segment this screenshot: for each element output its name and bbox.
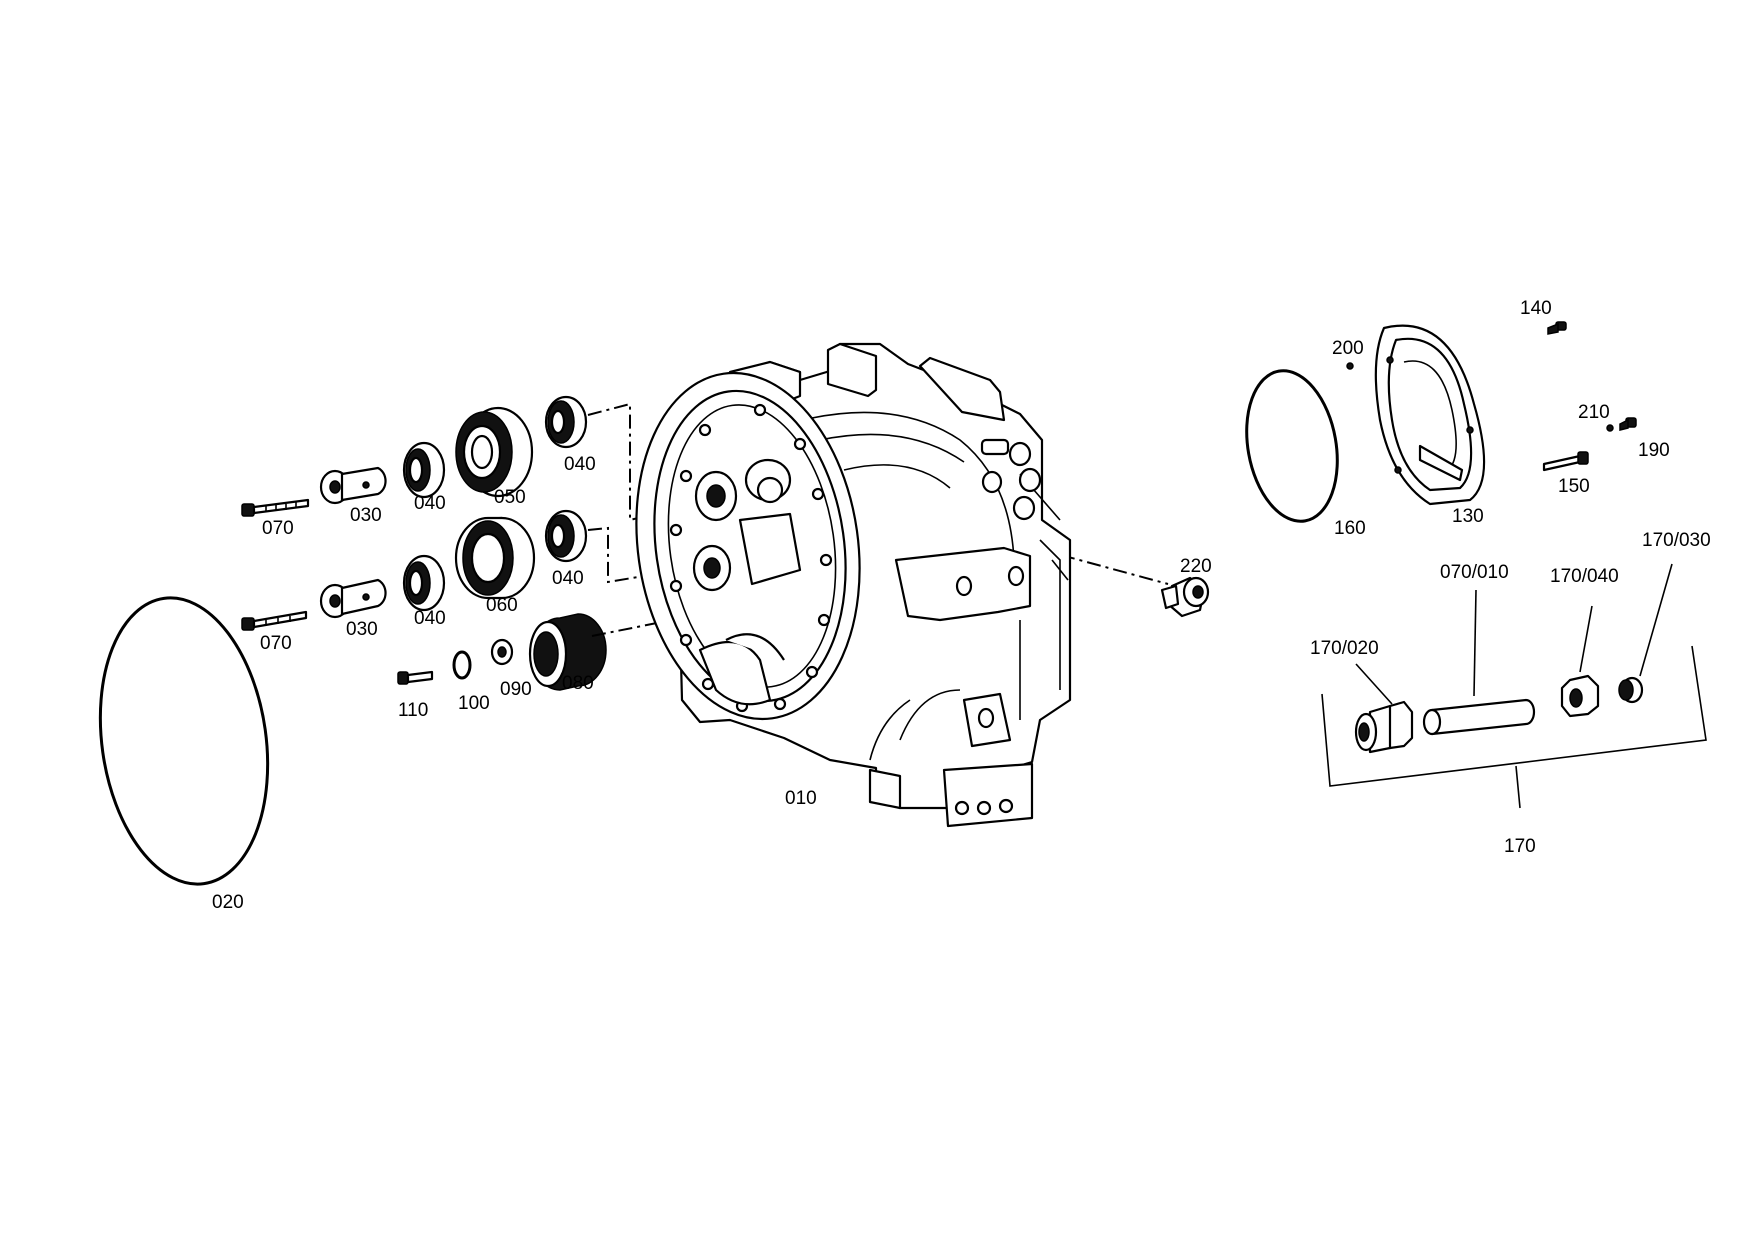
pin-030-top[interactable] [319,466,387,505]
leader-070-010 [1473,589,1477,697]
label-100: 100 [458,693,490,714]
fitting-220[interactable] [1160,576,1210,618]
leader-170-020 [1355,663,1393,705]
screw-110[interactable] [397,670,434,685]
gear-060[interactable] [454,516,536,600]
label-170: 170 [1504,836,1536,857]
label-040-top-left: 040 [414,493,446,514]
label-170-040: 170/040 [1550,566,1619,587]
plug-200[interactable] [1346,362,1354,370]
ring-100[interactable] [452,650,472,680]
label-010: 010 [785,788,817,809]
label-070-top: 070 [262,518,294,539]
bearing-040-middle-right[interactable] [544,509,588,563]
bolt-070-top[interactable] [241,498,310,517]
label-140: 140 [1520,298,1552,319]
washer-210[interactable] [1606,424,1614,432]
bearing-040-top-right[interactable] [544,395,588,449]
label-160: 160 [1334,518,1366,539]
washer-090[interactable] [490,638,514,666]
label-040-middle-left: 040 [414,608,446,629]
leader-170-030 [1639,563,1673,677]
seal-170-030[interactable] [1618,676,1644,704]
bracket-170 [1321,645,1707,787]
label-200: 200 [1332,338,1364,359]
label-030-middle: 030 [346,619,378,640]
leader-170-040 [1579,605,1593,673]
gear-050[interactable] [455,406,534,498]
label-080: 080 [562,673,594,694]
bolt-140[interactable] [1547,321,1567,335]
bolt-150[interactable] [1542,451,1589,472]
label-040-middle-right: 040 [552,568,584,589]
label-170-020: 170/020 [1310,638,1379,659]
label-170-030: 170/030 [1642,530,1711,551]
label-110: 110 [398,700,428,721]
bolt-070-middle[interactable] [241,610,308,631]
pin-030-middle[interactable] [319,578,387,619]
label-150: 150 [1558,476,1590,497]
nut-170-040[interactable] [1560,674,1600,718]
label-030-top: 030 [350,505,382,526]
cover-130[interactable] [1374,324,1486,506]
label-070-middle: 070 [260,633,292,654]
bolt-190[interactable] [1619,417,1637,431]
label-210: 210 [1578,402,1610,423]
housing-010[interactable] [615,342,1072,828]
gear-080[interactable] [528,613,607,691]
leader-170 [1515,765,1521,809]
label-090: 090 [500,679,532,700]
o-ring-020[interactable] [83,587,285,895]
bearing-040-middle-left[interactable] [402,554,446,612]
label-060: 060 [486,595,518,616]
bearing-040-top-left[interactable] [402,441,446,499]
label-070-010: 070/010 [1440,562,1509,583]
label-020: 020 [212,892,244,913]
label-220: 220 [1180,556,1212,577]
axis-line-220 [1034,547,1169,585]
adapter-170-020[interactable] [1354,700,1414,754]
label-040-top-right: 040 [564,454,596,475]
o-ring-160[interactable] [1235,364,1348,529]
sensor-rod-070-010[interactable] [1422,698,1536,736]
axis-line-middle [587,526,669,584]
label-130: 130 [1452,506,1484,527]
label-050: 050 [494,487,526,508]
label-190: 190 [1638,440,1670,461]
